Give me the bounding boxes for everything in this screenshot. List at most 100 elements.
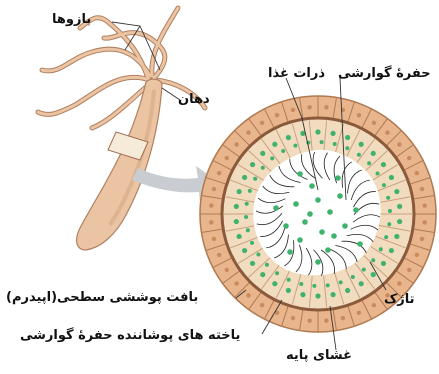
cell-nucleus [407,156,411,160]
cell-nucleus [212,237,216,241]
cell-nucleus [275,113,279,117]
cell-nucleus [217,253,221,257]
cell-granule [326,283,330,287]
cell-granule [345,146,349,150]
cell-nucleus [422,220,426,224]
cell-granule [371,272,376,277]
cell-nucleus [260,121,264,125]
cell-granule [315,293,320,298]
cell-granule [387,222,391,226]
cell-nucleus [415,253,419,257]
cell-granule [388,209,392,213]
cell-nucleus [246,130,250,134]
food-particle [297,171,303,177]
cell-granule [315,129,320,134]
cell-granule [265,263,269,267]
cell-granule [234,204,239,209]
cell-granule [371,258,375,262]
cell-granule [270,156,274,160]
cell-granule [384,235,388,239]
label-food-particles: ذرات غذا [268,66,325,82]
cell-granule [272,281,277,286]
cell-nucleus [260,303,264,307]
cell-granule [367,161,371,165]
label-lining-cells: یاخته های پوشاننده حفرهٔ گوارشی [20,328,240,344]
cell-granule [330,292,335,297]
cell-granule [246,228,250,232]
cell-nucleus [307,318,311,322]
cell-nucleus [372,303,376,307]
cell-granule [362,268,366,272]
cell-granule [299,282,303,286]
cell-nucleus [372,121,376,125]
cell-nucleus [324,105,328,109]
cell-granule [281,149,285,153]
food-particle [307,211,313,217]
food-particle [337,193,343,199]
label-epidermis: بافت پوششی سطحی(اپیدرم) [6,290,198,306]
cell-granule [242,248,247,253]
cell-nucleus [385,130,389,134]
cell-nucleus [357,311,361,315]
cell-nucleus [291,316,295,320]
food-particle [283,223,289,229]
cell-granule [371,151,376,156]
cell-granule [359,281,364,286]
cell-granule [261,166,265,170]
cell-granule [320,140,324,144]
cell-granule [394,234,399,239]
food-particle [315,259,321,265]
cell-nucleus [420,237,424,241]
cell-nucleus [422,203,426,207]
cell-granule [381,261,386,266]
cell-granule [376,172,380,176]
cell-granule [250,162,255,167]
cell-nucleus [397,281,401,285]
food-particle [315,197,321,203]
cell-granule [237,234,242,239]
cell-nucleus [225,156,229,160]
cell-granule [333,142,337,146]
cell-nucleus [234,281,238,285]
food-particle [293,201,299,207]
label-arms: بازوها [52,12,91,28]
cell-granule [256,252,260,256]
cell-granule [237,189,242,194]
cell-nucleus [217,171,221,175]
food-particle [273,205,279,211]
cell-granule [345,135,350,140]
label-digestive-cavity: حفرهٔ گوارشی [338,66,431,82]
cell-nucleus [209,220,213,224]
cell-nucleus [209,203,213,207]
food-particle [297,237,303,243]
cell-granule [394,189,399,194]
food-particle [302,219,308,225]
cell-granule [272,142,277,147]
cell-granule [234,219,239,224]
cell-granule [389,175,394,180]
cell-granule [260,151,265,156]
cell-nucleus [357,113,361,117]
cell-granule [357,153,361,157]
hydra-body [77,79,162,250]
food-particle [327,209,333,215]
cell-granule [381,162,386,167]
cell-granule [253,177,257,181]
food-particle [335,175,341,181]
cell-granule [379,247,383,251]
label-flagellum: تاژک [384,292,415,308]
cell-nucleus [234,142,238,146]
cell-nucleus [307,105,311,109]
cell-nucleus [407,268,411,272]
cell-granule [242,175,247,180]
food-particle [342,223,348,229]
cell-nucleus [397,142,401,146]
cell-nucleus [341,316,345,320]
cell-granule [359,142,364,147]
cell-nucleus [212,187,216,191]
label-mouth: دهان [178,92,210,108]
hydra-illustration [38,8,205,250]
cell-granule [286,135,291,140]
cell-nucleus [225,268,229,272]
